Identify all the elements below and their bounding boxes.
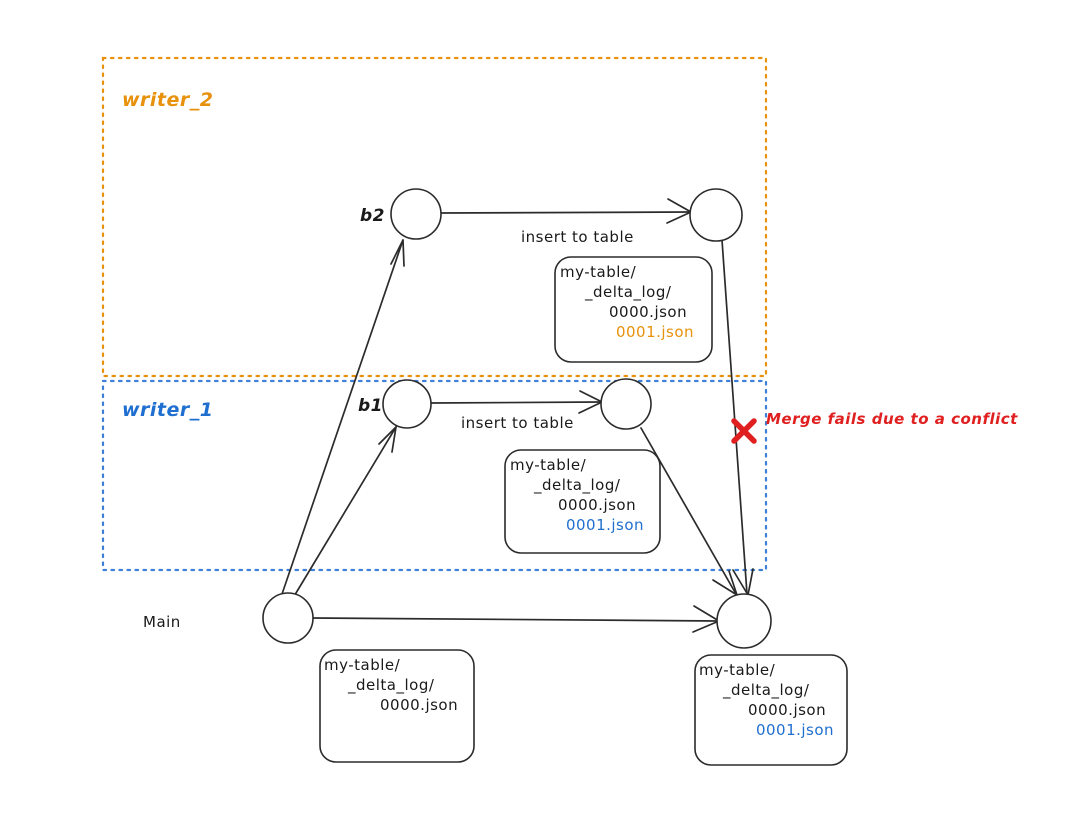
file-box-writer2 bbox=[554, 256, 713, 363]
region-label-writer-1: writer_1 bbox=[122, 399, 214, 421]
edge-label-insert-bottom: insert to table bbox=[461, 414, 574, 432]
arrowhead-b2-to-commit bbox=[666, 198, 692, 224]
node-merge[interactable] bbox=[716, 593, 772, 649]
file-line: _delta_log/ bbox=[533, 476, 621, 495]
node-b1[interactable] bbox=[382, 379, 432, 429]
edge-label-insert-top: insert to table bbox=[521, 228, 634, 246]
node-label-main: Main bbox=[143, 613, 181, 631]
file-line: my-table/ bbox=[510, 456, 587, 474]
file-box-merge bbox=[694, 654, 848, 766]
edge-main-to-merge bbox=[312, 617, 719, 622]
file-line: my-table/ bbox=[560, 263, 637, 281]
edge-main-to-b1 bbox=[292, 426, 397, 599]
arrowhead-main-to-merge bbox=[692, 605, 720, 633]
arrowhead-main-to-b1 bbox=[378, 426, 397, 453]
node-label-b1: b1 bbox=[358, 396, 383, 416]
region-label-writer-2: writer_2 bbox=[122, 89, 214, 111]
x-mark-icon bbox=[731, 418, 757, 444]
conflict-message: Merge fails due to a conflict bbox=[766, 410, 1018, 428]
node-writer1-commit[interactable] bbox=[600, 378, 652, 430]
file-box-main bbox=[319, 649, 475, 763]
node-b2[interactable] bbox=[390, 188, 442, 240]
arrowhead-main-to-b2 bbox=[390, 239, 405, 267]
file-line: 0000.json bbox=[558, 496, 636, 514]
edge-writer2-to-merge bbox=[721, 239, 748, 595]
node-writer2-commit[interactable] bbox=[689, 188, 743, 242]
file-box-writer1 bbox=[504, 449, 661, 554]
file-line-highlight: 0001.json bbox=[566, 516, 644, 534]
file-line: 0000.json bbox=[380, 696, 458, 714]
file-line: 0000.json bbox=[609, 303, 687, 321]
file-line: _delta_log/ bbox=[722, 681, 810, 700]
file-line-highlight: 0001.json bbox=[616, 323, 694, 341]
file-line: _delta_log/ bbox=[584, 283, 672, 302]
file-line: my-table/ bbox=[324, 656, 401, 674]
region-writer-2 bbox=[101, 56, 768, 378]
region-writer-1 bbox=[101, 379, 768, 572]
node-main[interactable] bbox=[262, 592, 314, 644]
edge-b1-to-commit bbox=[430, 401, 602, 404]
file-line-highlight: 0001.json bbox=[756, 721, 834, 739]
file-line: 0000.json bbox=[748, 701, 826, 719]
edge-b2-to-commit bbox=[440, 211, 691, 214]
node-label-b2: b2 bbox=[360, 206, 385, 226]
edge-main-to-b2 bbox=[280, 239, 404, 598]
file-line: my-table/ bbox=[699, 661, 776, 679]
file-line: _delta_log/ bbox=[347, 676, 435, 695]
